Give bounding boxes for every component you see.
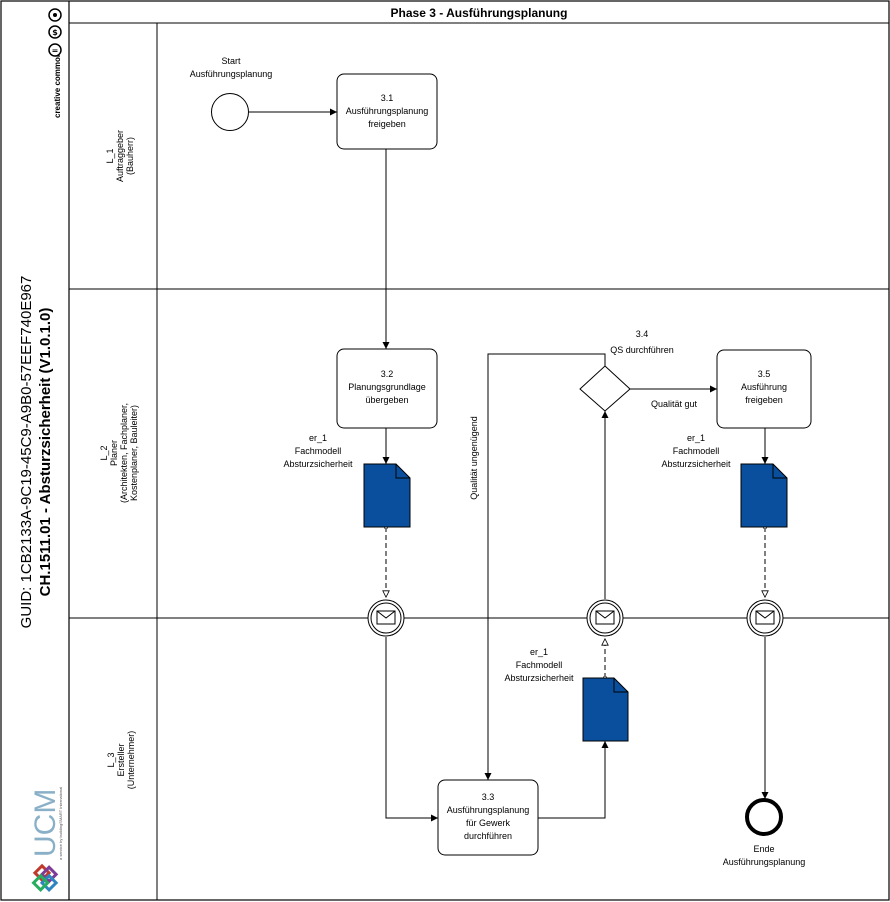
- svg-text:durchführen: durchführen: [464, 831, 512, 841]
- svg-text:L_2: L_2: [99, 445, 109, 460]
- svg-text:Fachmodell: Fachmodell: [673, 446, 720, 456]
- svg-text:Absturzsicherheit: Absturzsicherheit: [504, 673, 574, 683]
- creative-commons-badge: creative commons $ =: [48, 8, 62, 118]
- start-event-label: Start Ausführungsplanung: [190, 56, 273, 79]
- svg-text:freigeben: freigeben: [745, 395, 783, 405]
- process-name: CH.1511.01 - Absturzsicherheit (V1.0.1.0…: [37, 308, 54, 597]
- document-d1-label: er_1 Fachmodell Absturzsicherheit: [283, 433, 353, 469]
- document-icon: [582, 677, 629, 742]
- svg-text:er_1: er_1: [530, 647, 548, 657]
- svg-text:Absturzsicherheit: Absturzsicherheit: [283, 459, 353, 469]
- document-d3[interactable]: [740, 463, 788, 528]
- svg-text:=: =: [52, 46, 59, 55]
- svg-text:er_1: er_1: [309, 433, 327, 443]
- svg-text:$: $: [52, 28, 58, 37]
- svg-text:UCM: UCM: [29, 789, 62, 857]
- envelope-icon: [595, 610, 615, 625]
- svg-text:3.4: 3.4: [636, 329, 649, 339]
- start-event[interactable]: [211, 93, 249, 131]
- document-icon: [740, 463, 788, 528]
- message-event-3[interactable]: [746, 599, 784, 637]
- svg-text:3.5: 3.5: [758, 369, 771, 379]
- lane-label-l3: L_3 Ersteller (Unternehmer): [106, 731, 136, 790]
- ucm-logo: UCM a service by buildingSMART Internati…: [29, 787, 63, 893]
- phase-title: Phase 3 - Ausführungsplanung: [391, 6, 568, 20]
- svg-text:(Architekten, Fachplaner,: (Architekten, Fachplaner,: [119, 403, 129, 503]
- message-event-2[interactable]: [586, 599, 624, 637]
- svg-text:Planer: Planer: [109, 440, 119, 466]
- svg-text:3.1: 3.1: [381, 93, 394, 103]
- svg-text:Ausführungsplanung: Ausführungsplanung: [723, 857, 806, 867]
- document-d3-label: er_1 Fachmodell Absturzsicherheit: [661, 433, 731, 469]
- svg-text:für Gewerk: für Gewerk: [466, 818, 511, 828]
- data-associations: [386, 527, 765, 678]
- svg-text:Ausführungsplanung: Ausführungsplanung: [447, 805, 530, 815]
- gateway-label: 3.4 QS durchführen: [610, 329, 674, 355]
- end-event-label: Ende Ausführungsplanung: [723, 844, 806, 867]
- svg-text:Planungsgrundlage: Planungsgrundlage: [348, 382, 426, 392]
- task-3-3[interactable]: 3.3 Ausführungsplanung für Gewerk durchf…: [437, 779, 539, 856]
- svg-text:Auftraggeber: Auftraggeber: [115, 130, 125, 182]
- end-event[interactable]: [745, 798, 783, 836]
- flow-label-good: Qualität gut: [651, 399, 698, 409]
- gateway-3-4[interactable]: [579, 365, 631, 412]
- svg-text:Fachmodell: Fachmodell: [516, 660, 563, 670]
- svg-text:Ausführung: Ausführung: [741, 382, 787, 392]
- svg-text:Ausführungsplanung: Ausführungsplanung: [190, 69, 273, 79]
- envelope-icon: [376, 610, 396, 625]
- document-d2-label: er_1 Fachmodell Absturzsicherheit: [504, 647, 574, 683]
- svg-text:er_1: er_1: [687, 433, 705, 443]
- task-3-1[interactable]: 3.1 Ausführungsplanung freigeben: [336, 73, 438, 150]
- task-3-5[interactable]: 3.5 Ausführung freigeben: [716, 349, 812, 429]
- message-event-1[interactable]: [367, 599, 405, 637]
- svg-text:freigeben: freigeben: [368, 119, 406, 129]
- envelope-icon: [755, 610, 775, 625]
- process-guid: GUID: 1CB2133A-9C19-45C9-A9B0-57EEF740E9…: [18, 276, 35, 629]
- svg-text:Ersteller: Ersteller: [116, 743, 126, 776]
- lane-label-l2: L_2 Planer (Architekten, Fachplaner, Kos…: [99, 403, 139, 503]
- document-d1[interactable]: [363, 463, 411, 528]
- document-icon: [363, 463, 411, 528]
- svg-text:QS durchführen: QS durchführen: [610, 345, 674, 355]
- svg-text:Fachmodell: Fachmodell: [295, 446, 342, 456]
- svg-text:Absturzsicherheit: Absturzsicherheit: [661, 459, 731, 469]
- svg-text:L_1: L_1: [105, 148, 115, 163]
- svg-text:Ausführungsplanung: Ausführungsplanung: [346, 106, 429, 116]
- document-d2[interactable]: [582, 677, 629, 742]
- svg-text:3.2: 3.2: [381, 369, 394, 379]
- svg-text:(Bauherr): (Bauherr): [125, 137, 135, 175]
- svg-text:(Unternehmer): (Unternehmer): [126, 731, 136, 790]
- sequence-flows: [249, 108, 769, 822]
- flow-label-bad: Qualität ungenügend: [469, 416, 479, 500]
- svg-text:creative commons: creative commons: [53, 47, 62, 118]
- svg-text:Kostenplaner, Bauleiter): Kostenplaner, Bauleiter): [129, 405, 139, 501]
- flow-gateway-to-3-3: [484, 353, 606, 780]
- flow-msg1-to-3-3: [385, 637, 438, 822]
- svg-text:Ende: Ende: [753, 844, 774, 854]
- svg-text:Start: Start: [221, 56, 241, 66]
- svg-text:a service by buildingSMART Int: a service by buildingSMART International: [58, 787, 63, 860]
- svg-text:L_3: L_3: [106, 752, 116, 767]
- flow-3-3-to-doc2: [538, 741, 609, 819]
- cc-icons: $ =: [48, 8, 62, 57]
- ucm-logo-mark-icon: [31, 863, 59, 893]
- svg-text:übergeben: übergeben: [365, 395, 408, 405]
- task-3-2[interactable]: 3.2 Planungsgrundlage übergeben: [336, 348, 438, 429]
- svg-text:3.3: 3.3: [482, 792, 495, 802]
- lane-label-l1: L_1 Auftraggeber (Bauherr): [105, 130, 135, 182]
